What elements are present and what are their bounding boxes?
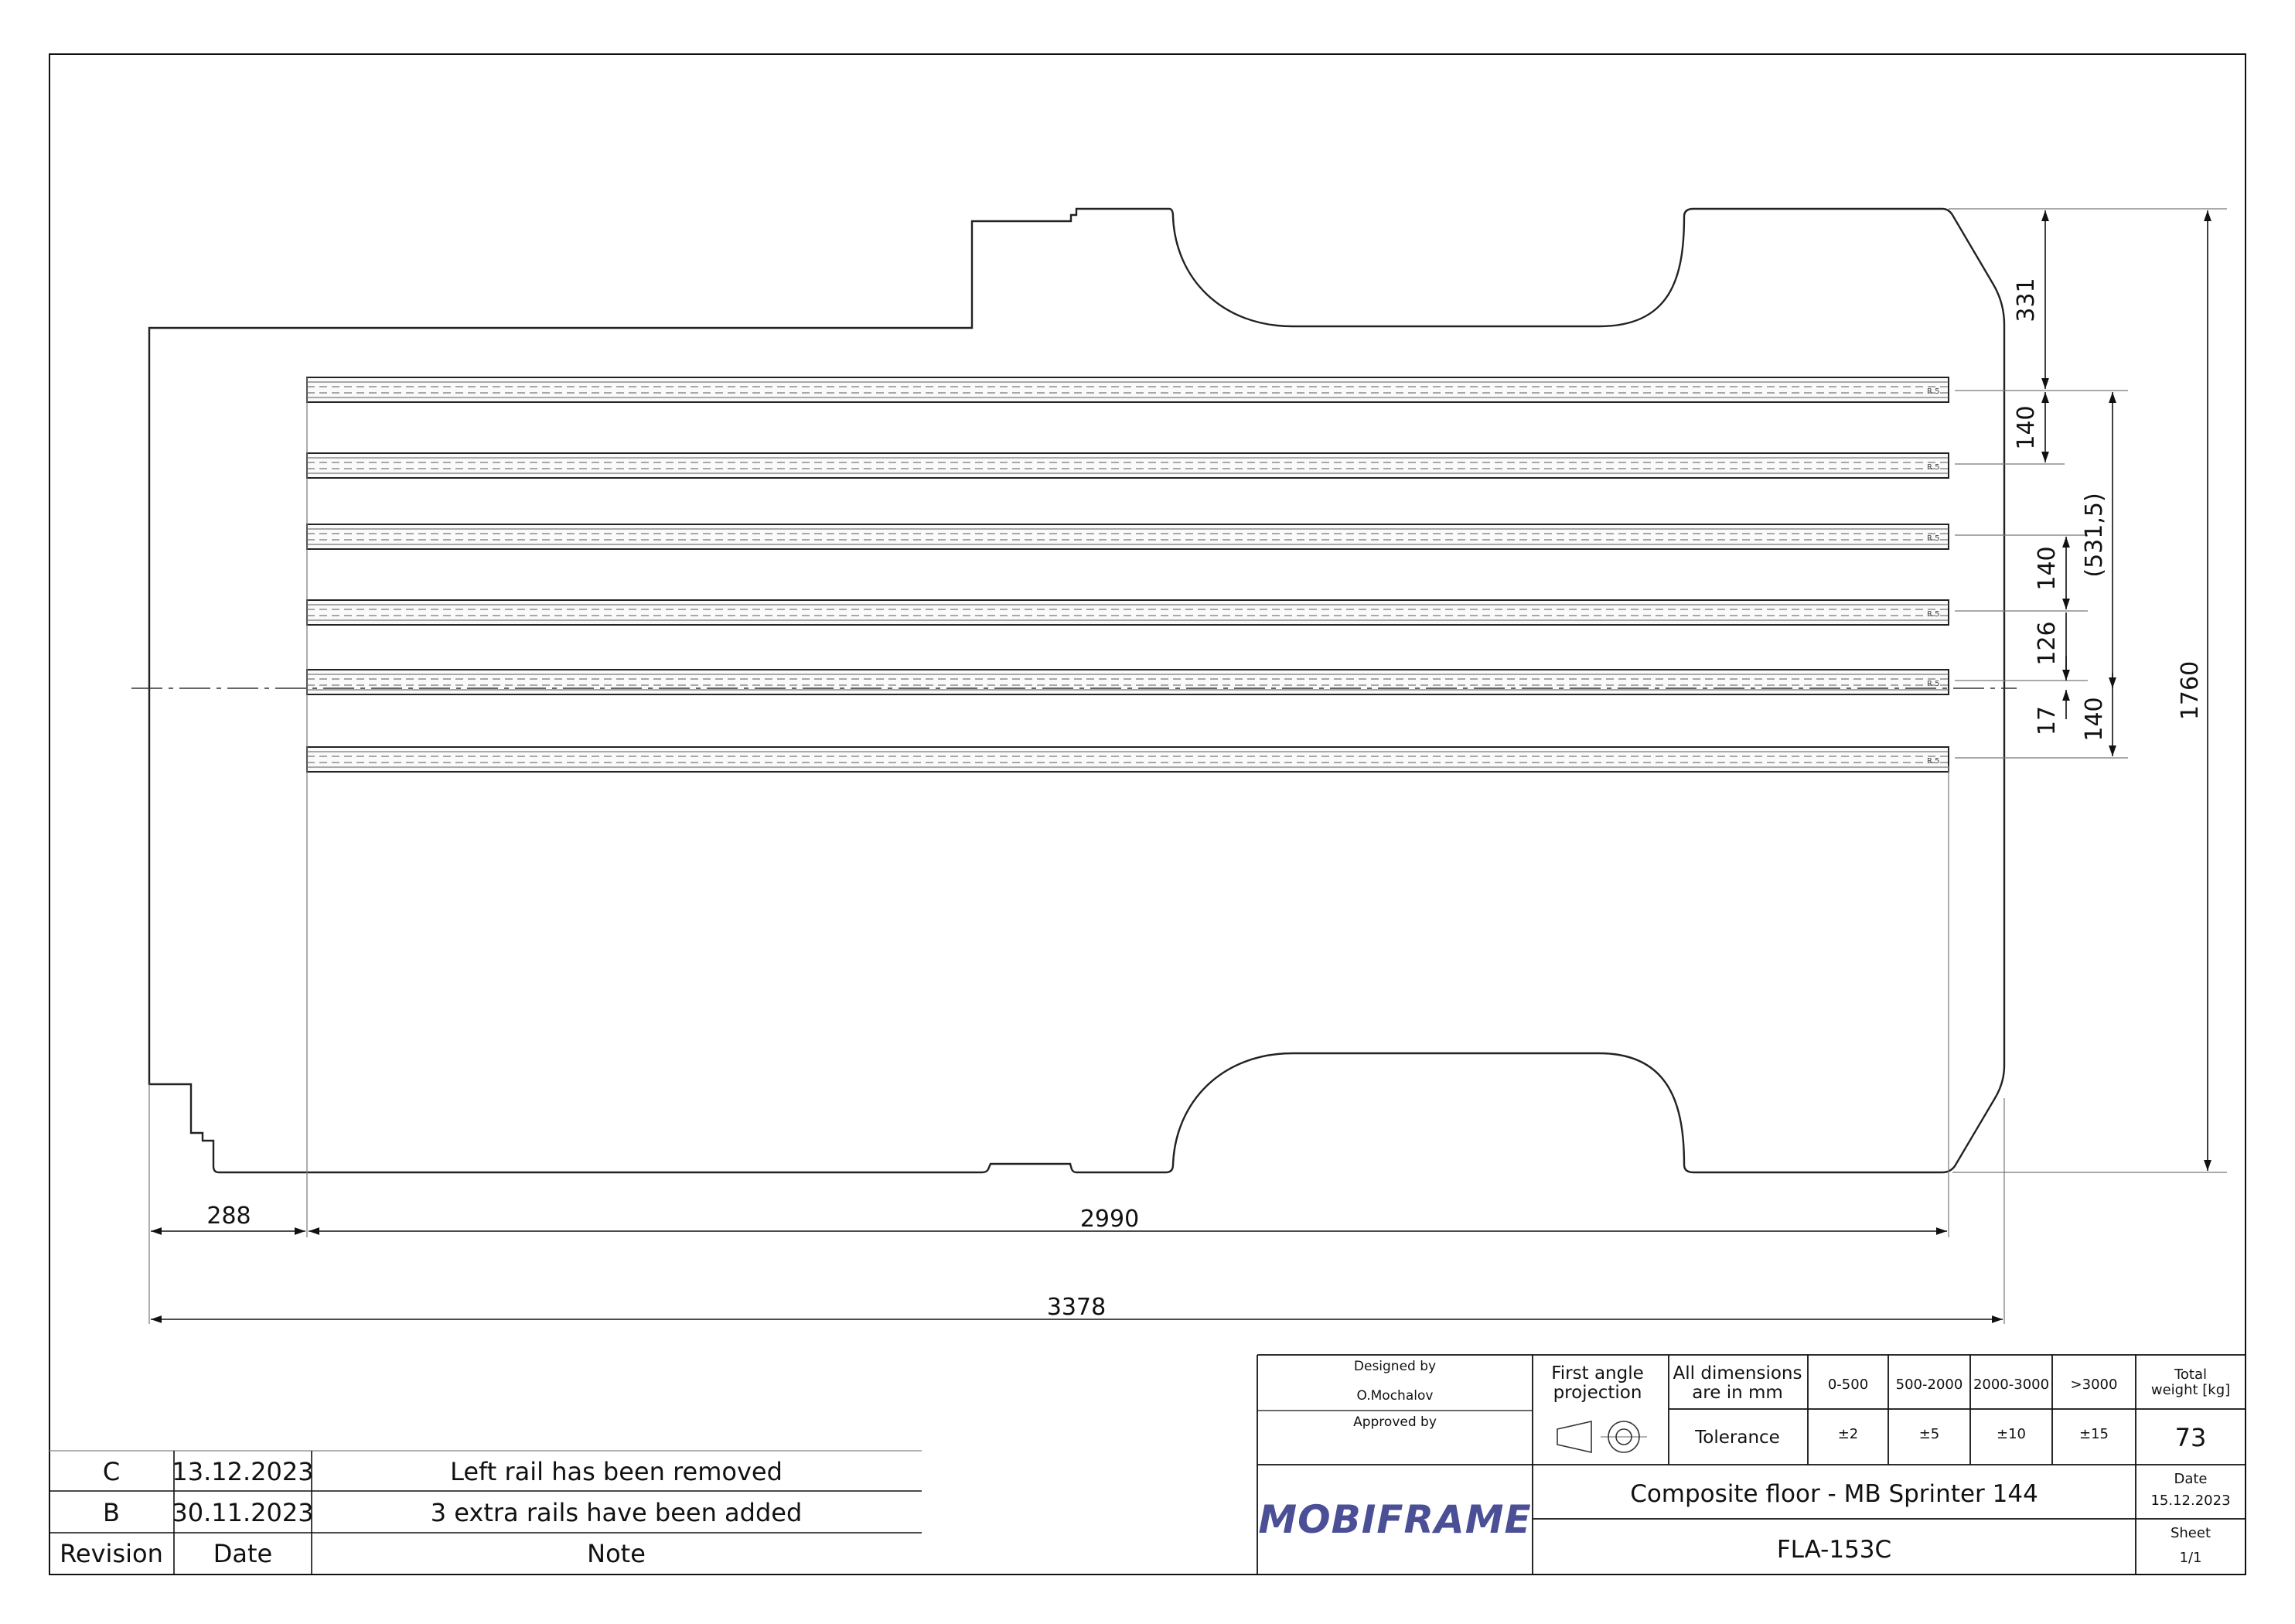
projection-label-line2: projection: [1553, 1383, 1642, 1403]
range-500-2000: 500-2000: [1896, 1377, 1963, 1393]
revision-c-note: Left rail has been removed: [450, 1457, 783, 1486]
tolerance-over-3000: ±15: [2079, 1426, 2109, 1442]
dimension-labels: 331 140 (531,5) 140 126 17 140 1760 288 …: [206, 278, 2204, 1321]
range-0-500: 0-500: [1828, 1377, 1868, 1393]
projection-symbol-icon: [1557, 1420, 1647, 1454]
dim-531-5: (531,5): [2081, 493, 2108, 577]
floor-rails: R 5 R 5 R 5 R 5 R 5 R 5: [306, 377, 1949, 773]
revision-b-id: B: [103, 1498, 120, 1527]
rail: R 5: [306, 599, 1949, 626]
mobiframe-logo: MOBIFRAME: [1258, 1497, 1531, 1542]
dimension-lines: [151, 210, 2211, 1323]
rail: R 5: [306, 524, 1949, 550]
rail: R 5: [306, 452, 1949, 479]
approved-by-label: Approved by: [1353, 1414, 1437, 1430]
dimensions-note-line1: All dimensions: [1673, 1363, 1802, 1383]
dim-3378: 3378: [1047, 1294, 1106, 1321]
revision-table: C 13.12.2023 Left rail has been removed …: [49, 1450, 922, 1575]
projection-label-line1: First angle: [1551, 1363, 1644, 1383]
date-value: 15.12.2023: [2150, 1493, 2230, 1509]
dim-17: 17: [2034, 706, 2061, 735]
title-block: Designed by O.Mochalov Approved by First…: [1257, 1354, 2246, 1575]
company-logo-text: MOBIFRAME: [1258, 1497, 1531, 1542]
drawing-frame: [49, 53, 2246, 1575]
rail-marker: R 5: [1927, 534, 1940, 543]
revision-c-id: C: [103, 1457, 120, 1486]
dim-140-top: 140: [2013, 405, 2040, 449]
dim-288: 288: [206, 1203, 251, 1230]
sheet-value: 1/1: [2180, 1550, 2202, 1566]
tolerance-label: Tolerance: [1694, 1428, 1780, 1448]
designed-by-label: Designed by: [1354, 1359, 1436, 1374]
rail-marker: R 5: [1927, 463, 1940, 472]
revision-b-note: 3 extra rails have been added: [431, 1498, 803, 1527]
extension-lines: [148, 208, 2227, 1324]
date-label: Date: [2174, 1471, 2207, 1487]
rail-marker: R 5: [1927, 610, 1940, 619]
date-header: Date: [213, 1539, 272, 1568]
designed-by-name: O.Mochalov: [1357, 1388, 1434, 1404]
range-over-3000: >3000: [2071, 1377, 2118, 1393]
drawing-number: FLA-153C: [1777, 1536, 1891, 1564]
dim-140-mid: 140: [2034, 546, 2061, 590]
drawing-title: Composite floor - MB Sprinter 144: [1630, 1480, 2038, 1508]
rail-marker: R 5: [1927, 387, 1940, 396]
rail: R 5: [306, 377, 1949, 403]
range-2000-3000: 2000-3000: [1973, 1377, 2049, 1393]
rail: R 5: [306, 746, 1949, 773]
dimensions-note-line2: are in mm: [1692, 1383, 1783, 1403]
rail: R 5: [306, 669, 1949, 695]
floor-outline: [148, 207, 2006, 1174]
weight-value: 73: [2175, 1423, 2207, 1452]
sheet-label: Sheet: [2171, 1525, 2211, 1541]
tolerance-0-500: ±2: [1838, 1426, 1859, 1442]
tolerance-500-2000: ±5: [1919, 1426, 1940, 1442]
dim-140-low: 140: [2081, 697, 2108, 741]
dim-1760: 1760: [2177, 661, 2204, 720]
rail-marker: R 5: [1927, 680, 1940, 688]
dim-331: 331: [2013, 278, 2040, 322]
weight-label-line1: Total: [2174, 1366, 2207, 1383]
note-header: Note: [587, 1539, 646, 1568]
dim-126: 126: [2034, 621, 2061, 665]
revision-c-date: 13.12.2023: [172, 1457, 313, 1486]
revision-b-date: 30.11.2023: [172, 1498, 313, 1527]
revision-header: Revision: [60, 1539, 163, 1568]
tolerance-2000-3000: ±10: [1997, 1426, 2026, 1442]
weight-label-line2: weight [kg]: [2151, 1382, 2230, 1398]
dim-2990: 2990: [1080, 1206, 1139, 1233]
rail-marker: R 5: [1927, 757, 1940, 766]
